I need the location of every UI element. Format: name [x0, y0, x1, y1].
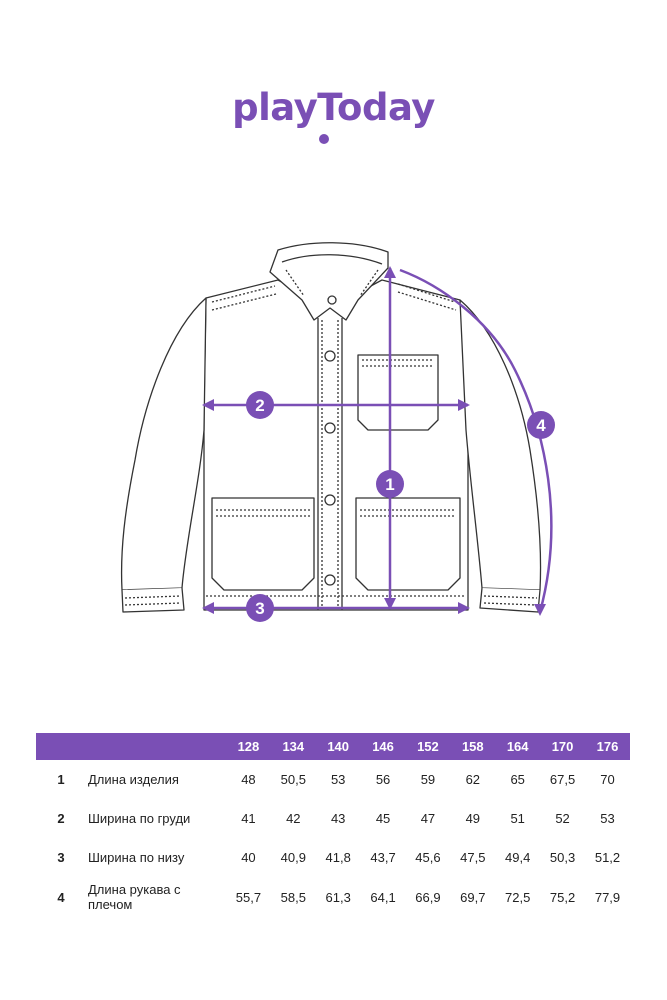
cell: 66,9 — [415, 889, 441, 905]
cell: 67,5 — [549, 772, 576, 787]
cell: 53 — [330, 772, 346, 787]
cell: 48 — [241, 772, 256, 787]
table-row: 2 Ширина по груди 41 42 43 45 47 49 51 5… — [36, 799, 630, 838]
cell: 40 — [241, 850, 256, 865]
measurement-guides — [202, 266, 553, 616]
cell: 70 — [600, 772, 615, 787]
size-140: 140 — [327, 739, 350, 754]
jacket-drawing — [120, 242, 542, 613]
cell: 51,2 — [594, 850, 621, 865]
size-128: 128 — [237, 739, 260, 754]
row-label: Длина изделия — [88, 772, 179, 787]
cell: 64,1 — [370, 889, 396, 905]
cell: 45 — [375, 811, 391, 826]
cell: 41 — [241, 811, 256, 826]
cell: 69,7 — [460, 889, 486, 905]
size-176: 176 — [596, 739, 619, 754]
size-146: 146 — [372, 739, 394, 754]
table-row: 4 Длина рукава с плечом 55,7 58,5 61,3 6… — [36, 877, 630, 917]
marker-1: 1 — [385, 475, 394, 494]
cell: 55,7 — [235, 889, 262, 905]
lower-left-pocket — [211, 497, 315, 591]
cell: 42 — [286, 811, 301, 826]
measurement-markers: 1 2 3 4 — [246, 391, 555, 622]
size-134: 134 — [282, 739, 305, 754]
cell: 51 — [510, 811, 525, 826]
jacket-left-sleeve — [120, 297, 207, 591]
cell: 50,3 — [549, 850, 576, 865]
size-header-row: 128 134 140 146 152 158 164 170 176 — [36, 733, 630, 760]
cell: 40,9 — [280, 850, 306, 865]
cell: 72,5 — [505, 889, 531, 905]
header-blank — [86, 733, 226, 760]
cell: 59 — [420, 772, 436, 787]
brand-logo-text: playToday — [232, 86, 435, 129]
table-row: 3 Ширина по низу 40 40,9 41,8 43,7 45,6 … — [36, 838, 630, 877]
brand-logo: playToday — [0, 86, 667, 144]
cell: 65 — [510, 772, 525, 787]
marker-4: 4 — [536, 416, 546, 435]
cell: 50,5 — [280, 772, 306, 787]
cell: 56 — [375, 772, 391, 787]
table-row: 1 Длина изделия 48 50,5 53 56 59 62 65 6… — [36, 760, 630, 799]
size-158: 158 — [461, 739, 484, 754]
marker-3: 3 — [255, 599, 264, 618]
cell: 58,5 — [280, 889, 306, 905]
size-152: 152 — [417, 739, 439, 754]
lower-right-pocket — [355, 497, 461, 591]
cell: 49,4 — [505, 850, 531, 865]
row-label: Длина рукава с плечом — [88, 882, 181, 912]
header-blank — [36, 733, 86, 760]
cell: 45,6 — [415, 850, 441, 865]
cell: 62 — [465, 772, 481, 787]
cell: 47 — [420, 811, 436, 826]
jacket-diagram: 1 2 3 4 — [120, 242, 555, 622]
chest-pocket — [357, 354, 439, 431]
row-number: 4 — [57, 889, 65, 905]
cell: 75,2 — [549, 889, 576, 905]
jacket-right-sleeve — [459, 299, 542, 591]
marker-2: 2 — [255, 396, 264, 415]
row-number: 2 — [57, 811, 65, 826]
logo-dot-icon — [319, 134, 329, 144]
jacket-collar — [269, 242, 389, 321]
size-170: 170 — [551, 739, 574, 754]
row-number: 3 — [57, 850, 65, 865]
measure-line-4 — [399, 268, 553, 613]
cell: 47,5 — [460, 850, 486, 865]
cell: 52 — [555, 811, 570, 826]
row-number: 1 — [57, 772, 65, 787]
row-label: Ширина по груди — [88, 811, 191, 826]
cell: 43,7 — [370, 850, 396, 865]
cell: 43 — [330, 811, 346, 826]
size-table: 128 134 140 146 152 158 164 170 176 1 Дл… — [36, 733, 630, 917]
cell: 41,8 — [325, 850, 351, 865]
cell: 49 — [465, 811, 481, 826]
cell: 77,9 — [594, 889, 621, 905]
row-label: Ширина по низу — [88, 850, 185, 865]
cell: 61,3 — [325, 889, 351, 905]
size-164: 164 — [506, 739, 529, 754]
cell: 53 — [600, 811, 615, 826]
